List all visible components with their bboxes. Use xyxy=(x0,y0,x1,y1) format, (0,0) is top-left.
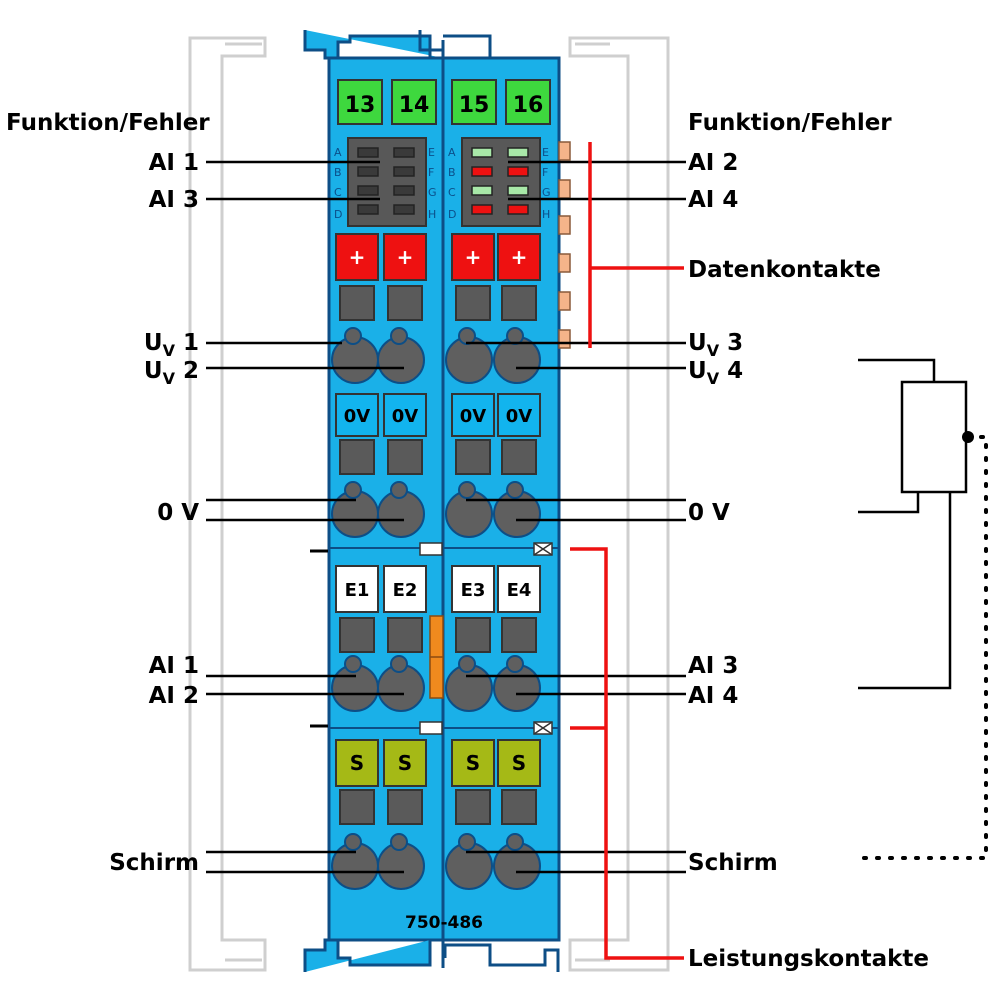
channel-number-row: 13 14 15 16 xyxy=(337,79,551,125)
label-ai1-left: AI 1 xyxy=(149,150,199,176)
label-ai4-lower: AI 4 xyxy=(688,683,738,709)
led-row-d-2: D xyxy=(448,208,456,221)
zero-volt-label-4: 0V xyxy=(506,406,533,427)
channel-13-label: 13 xyxy=(345,93,376,118)
led-row-c: C xyxy=(334,186,342,199)
label-ai3-left: AI 3 xyxy=(149,187,199,213)
led-row-h: H xyxy=(428,208,436,221)
label-datenkontakte: Datenkontakte xyxy=(688,257,881,283)
led-row-a: A xyxy=(334,146,342,159)
label-0v-left: 0 V xyxy=(157,500,199,526)
shield-label-4: S xyxy=(512,751,526,775)
led-row-h-2: H xyxy=(542,208,550,221)
right-header: Funktion/Fehler xyxy=(688,110,892,136)
shield-label-1: S xyxy=(350,751,364,775)
led-row-e: E xyxy=(428,146,435,159)
label-0v-right: 0 V xyxy=(688,500,730,526)
data-contact-bracket xyxy=(588,142,684,348)
channel-13-tile xyxy=(337,79,383,125)
zero-volt-label-1: 0V xyxy=(344,406,371,427)
led-row-b-2: B xyxy=(448,166,456,179)
shield-row: S S S S xyxy=(335,739,541,787)
label-uv3: UV 3 xyxy=(688,330,743,360)
led-row-g-2: G xyxy=(542,186,551,199)
led-row-g: G xyxy=(428,186,437,199)
shield-label-3: S xyxy=(466,751,480,775)
input-e3-label: E3 xyxy=(461,580,486,601)
led-row-d: D xyxy=(334,208,342,221)
led-row-c-2: C xyxy=(448,186,456,199)
channel-15-label: 15 xyxy=(459,93,490,118)
zero-volt-row: 0V 0V 0V 0V xyxy=(335,393,541,437)
sensor-junction-dot xyxy=(962,431,974,443)
data-contacts xyxy=(558,141,571,349)
label-leistungskontakte: Leistungskontakte xyxy=(688,946,929,972)
plus-tile-row: + + + + xyxy=(335,233,541,281)
sensor-symbol xyxy=(858,358,988,860)
channel-14-label: 14 xyxy=(399,93,430,118)
label-schirm-left: Schirm xyxy=(109,850,199,876)
label-ai4-right: AI 4 xyxy=(688,187,738,213)
input-e4-label: E4 xyxy=(507,580,532,601)
label-ai2-right: AI 2 xyxy=(688,150,738,176)
led-ai2-function xyxy=(471,147,493,158)
orange-marker xyxy=(429,615,444,699)
plus-label-3: + xyxy=(465,245,482,269)
input-row: E1 E2 E3 E4 xyxy=(335,565,541,613)
leader-lines xyxy=(206,160,686,874)
label-schirm-right: Schirm xyxy=(688,850,778,876)
led-panel: A B C D E F G H A B C D E F G H xyxy=(334,137,551,227)
zero-volt-label-3: 0V xyxy=(460,406,487,427)
power-contact-bracket xyxy=(570,547,684,960)
label-uv2: UV 2 xyxy=(144,358,199,388)
channel-14-tile xyxy=(391,79,437,125)
zero-volt-label-2: 0V xyxy=(392,406,419,427)
plus-label-2: + xyxy=(397,245,414,269)
led-row-e-2: E xyxy=(542,146,549,159)
plus-label-1: + xyxy=(349,245,366,269)
label-ai2-lower: AI 2 xyxy=(149,683,199,709)
led-row-f-2: F xyxy=(542,166,548,179)
channel-16-tile xyxy=(505,79,551,125)
din-rail xyxy=(188,36,670,972)
channel-15-tile xyxy=(451,79,497,125)
input-e1-label: E1 xyxy=(345,580,370,601)
label-uv4: UV 4 xyxy=(688,358,743,388)
channel-16-label: 16 xyxy=(513,93,544,118)
led-row-f: F xyxy=(428,166,434,179)
input-e2-label: E2 xyxy=(393,580,418,601)
shield-label-2: S xyxy=(398,751,412,775)
led-row-b: B xyxy=(334,166,342,179)
led-row-a-2: A xyxy=(448,146,456,159)
label-ai3-lower: AI 3 xyxy=(688,653,738,679)
model-number: 750-486 xyxy=(405,913,483,933)
left-header: Funktion/Fehler xyxy=(6,110,210,136)
led-ai2-error xyxy=(471,166,493,177)
label-ai1-lower: AI 1 xyxy=(149,653,199,679)
label-uv1: UV 1 xyxy=(144,330,199,360)
plus-label-4: + xyxy=(511,245,528,269)
release-buttons xyxy=(339,285,537,825)
